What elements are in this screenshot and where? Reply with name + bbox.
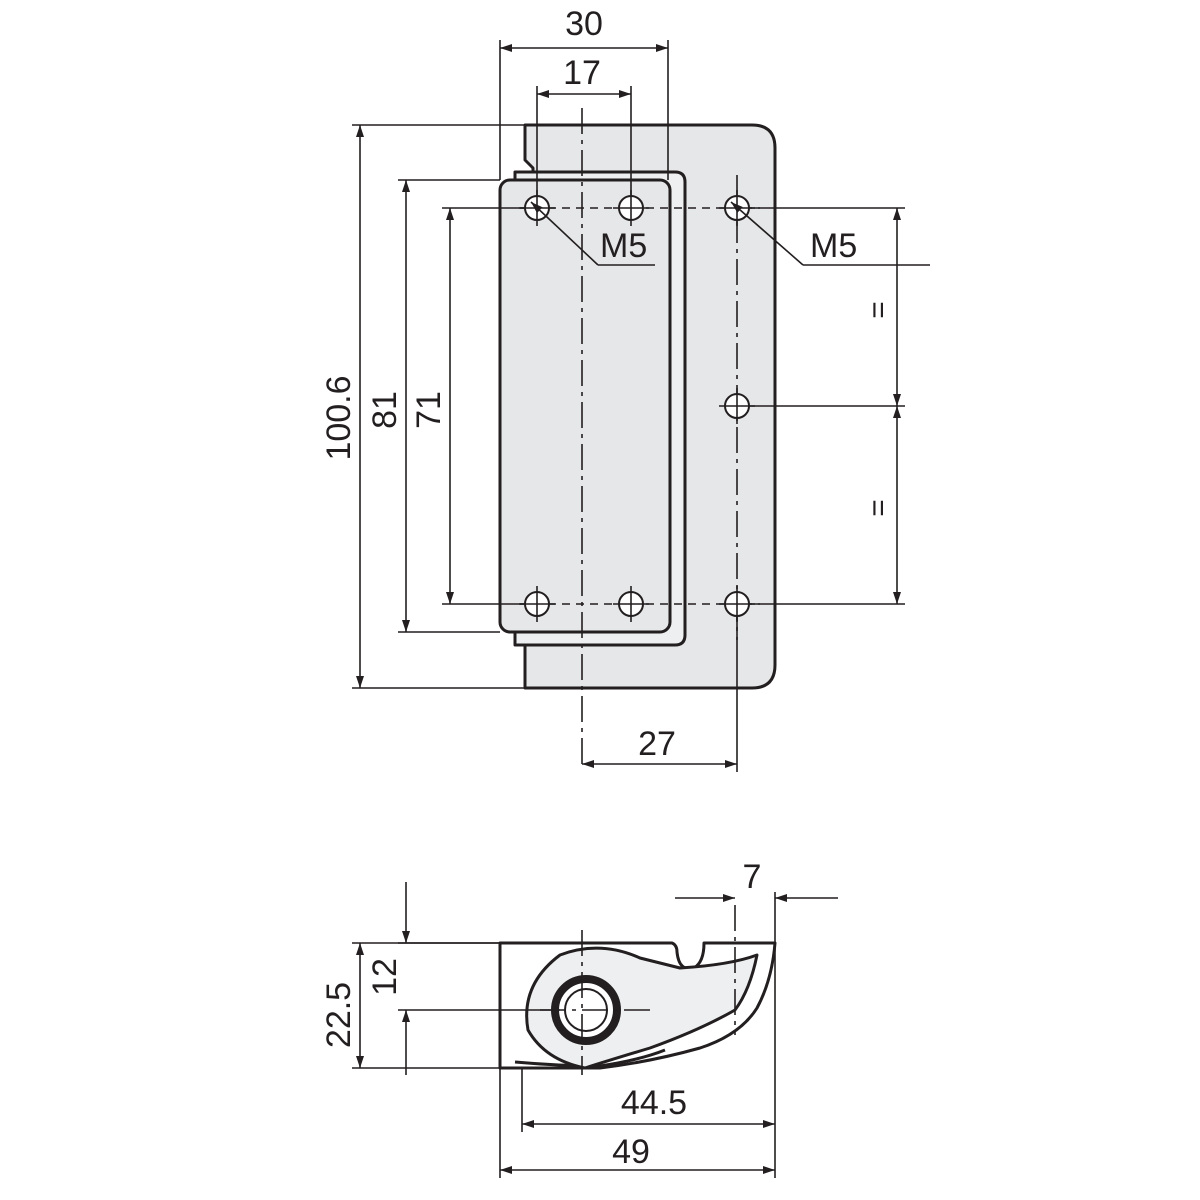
dim-total-height: 22.5 [320, 942, 500, 1069]
thread-callout-left: M5 [530, 201, 655, 266]
dim-hole-pitch-label: 71 [410, 391, 448, 429]
thread-right-label: M5 [810, 227, 857, 265]
front-view: 30 17 100.6 81 71 [320, 5, 930, 772]
dim-hole-pitch: 71 [410, 207, 525, 605]
side-grip-edge [514, 1048, 666, 1068]
dim-lip-label: 7 [743, 858, 762, 896]
dim-height-grip-label: 81 [366, 391, 404, 429]
side-base-profile [498, 941, 777, 1070]
dim-width-inner-label: 17 [563, 54, 601, 92]
dim-lip: 7 [675, 858, 838, 943]
thread-callout-right: M5 [730, 201, 930, 266]
equal-lower-label: = [862, 499, 895, 517]
hole-middle-right [719, 388, 755, 424]
dim-depth-total: 49 [499, 1068, 775, 1178]
dim-pivot-height: 12 [366, 882, 560, 1075]
side-view: 7 12 22.5 44.5 49 [320, 858, 838, 1178]
dim-depth-inner-label: 44.5 [621, 1084, 687, 1122]
equal-upper-label: = [862, 301, 895, 319]
dim-pivot-height-label: 12 [366, 958, 404, 996]
dim-total-height-label: 22.5 [320, 982, 358, 1048]
dim-hole-offset: 27 [582, 616, 738, 772]
dim-height-grip: 81 [366, 179, 500, 633]
dim-hole-offset-label: 27 [638, 725, 676, 763]
dim-width-inner: 17 [536, 54, 632, 196]
hole-bottom-middle [613, 586, 649, 622]
grip-face [498, 178, 672, 634]
dim-depth-total-label: 49 [612, 1133, 650, 1171]
dim-depth-inner: 44.5 [521, 943, 776, 1178]
dim-width-outer-label: 30 [565, 5, 603, 43]
dim-equal-spacing: = = [750, 207, 905, 605]
thread-left-label: M5 [600, 227, 647, 265]
dim-width-outer: 30 [499, 5, 669, 180]
dim-height-total-label: 100.6 [320, 375, 358, 460]
dim-height-total: 100.6 [320, 124, 525, 689]
